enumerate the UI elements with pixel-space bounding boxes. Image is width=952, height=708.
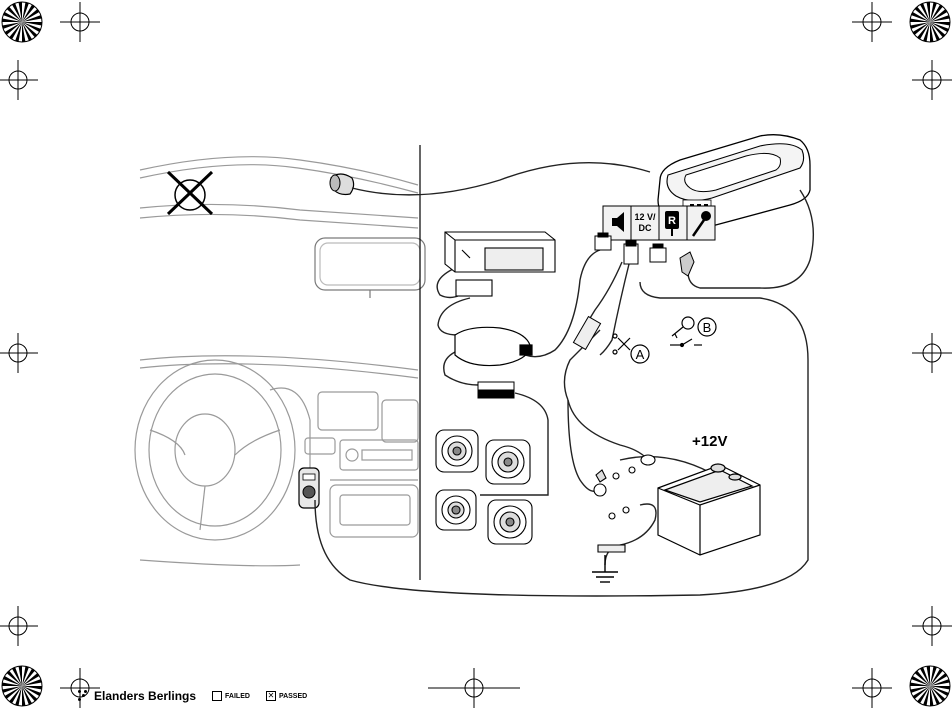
- crop-target-icon: [852, 2, 892, 42]
- crop-target-icon: [428, 668, 520, 708]
- crop-target-icon: [60, 2, 100, 42]
- port-12v-label: 12 V/: [634, 212, 656, 222]
- starburst-icon: [910, 2, 950, 42]
- crop-target-icon: [0, 60, 38, 100]
- port-dc-label: DC: [639, 223, 652, 233]
- passed-box: ✕: [266, 691, 276, 701]
- elanders-logo-icon: [78, 690, 88, 702]
- crop-target-icon: [852, 668, 892, 708]
- ground-symbol-icon: [592, 555, 618, 582]
- failed-checkbox: FAILED: [212, 691, 250, 701]
- callout-b: B: [698, 318, 716, 336]
- printer-brand: Elanders Berlings: [94, 689, 196, 703]
- plus-12v-label: +12V: [692, 433, 727, 450]
- speaker-icon: [486, 440, 530, 484]
- car-speaker-icons: [436, 430, 532, 544]
- starburst-icon: [2, 666, 42, 706]
- speaker-connector-icon: [478, 382, 514, 398]
- remote-control-button-icon: [299, 468, 319, 508]
- car-interior-illustration: [135, 157, 425, 566]
- crop-target-icon: [0, 606, 38, 646]
- ignition-key-icon: [672, 317, 694, 338]
- crop-target-icon: [912, 333, 952, 373]
- car-radio-icon: [445, 232, 555, 296]
- failed-box: [212, 691, 222, 701]
- remote-port-letter: R: [668, 215, 676, 227]
- cable-connectors: [573, 233, 694, 349]
- car-battery-icon: [658, 464, 760, 555]
- passed-checkbox: ✕ PASSED: [266, 691, 307, 701]
- speaker-icon: [488, 500, 532, 544]
- callout-a-label: A: [636, 347, 645, 362]
- failed-label: FAILED: [225, 693, 250, 700]
- crop-target-icon: [0, 333, 38, 373]
- callout-b-label: B: [703, 320, 712, 335]
- no-windshield-mount-icon: [168, 172, 212, 214]
- starburst-icon: [910, 666, 950, 706]
- crop-target-icon: [912, 606, 952, 646]
- callout-a: A: [631, 345, 649, 363]
- audio-interface-box-icon: [455, 327, 532, 365]
- switch-symbol-icon: [670, 339, 702, 347]
- speaker-icon: [436, 490, 476, 530]
- print-footer: Elanders Berlings FAILED ✕ PASSED: [78, 688, 307, 704]
- crop-target-icon: [912, 60, 952, 100]
- speaker-icon: [436, 430, 478, 472]
- microphone-icon: [330, 174, 354, 195]
- scissors-icon: [613, 334, 630, 354]
- starburst-icon: [2, 2, 42, 42]
- passed-label: PASSED: [279, 693, 307, 700]
